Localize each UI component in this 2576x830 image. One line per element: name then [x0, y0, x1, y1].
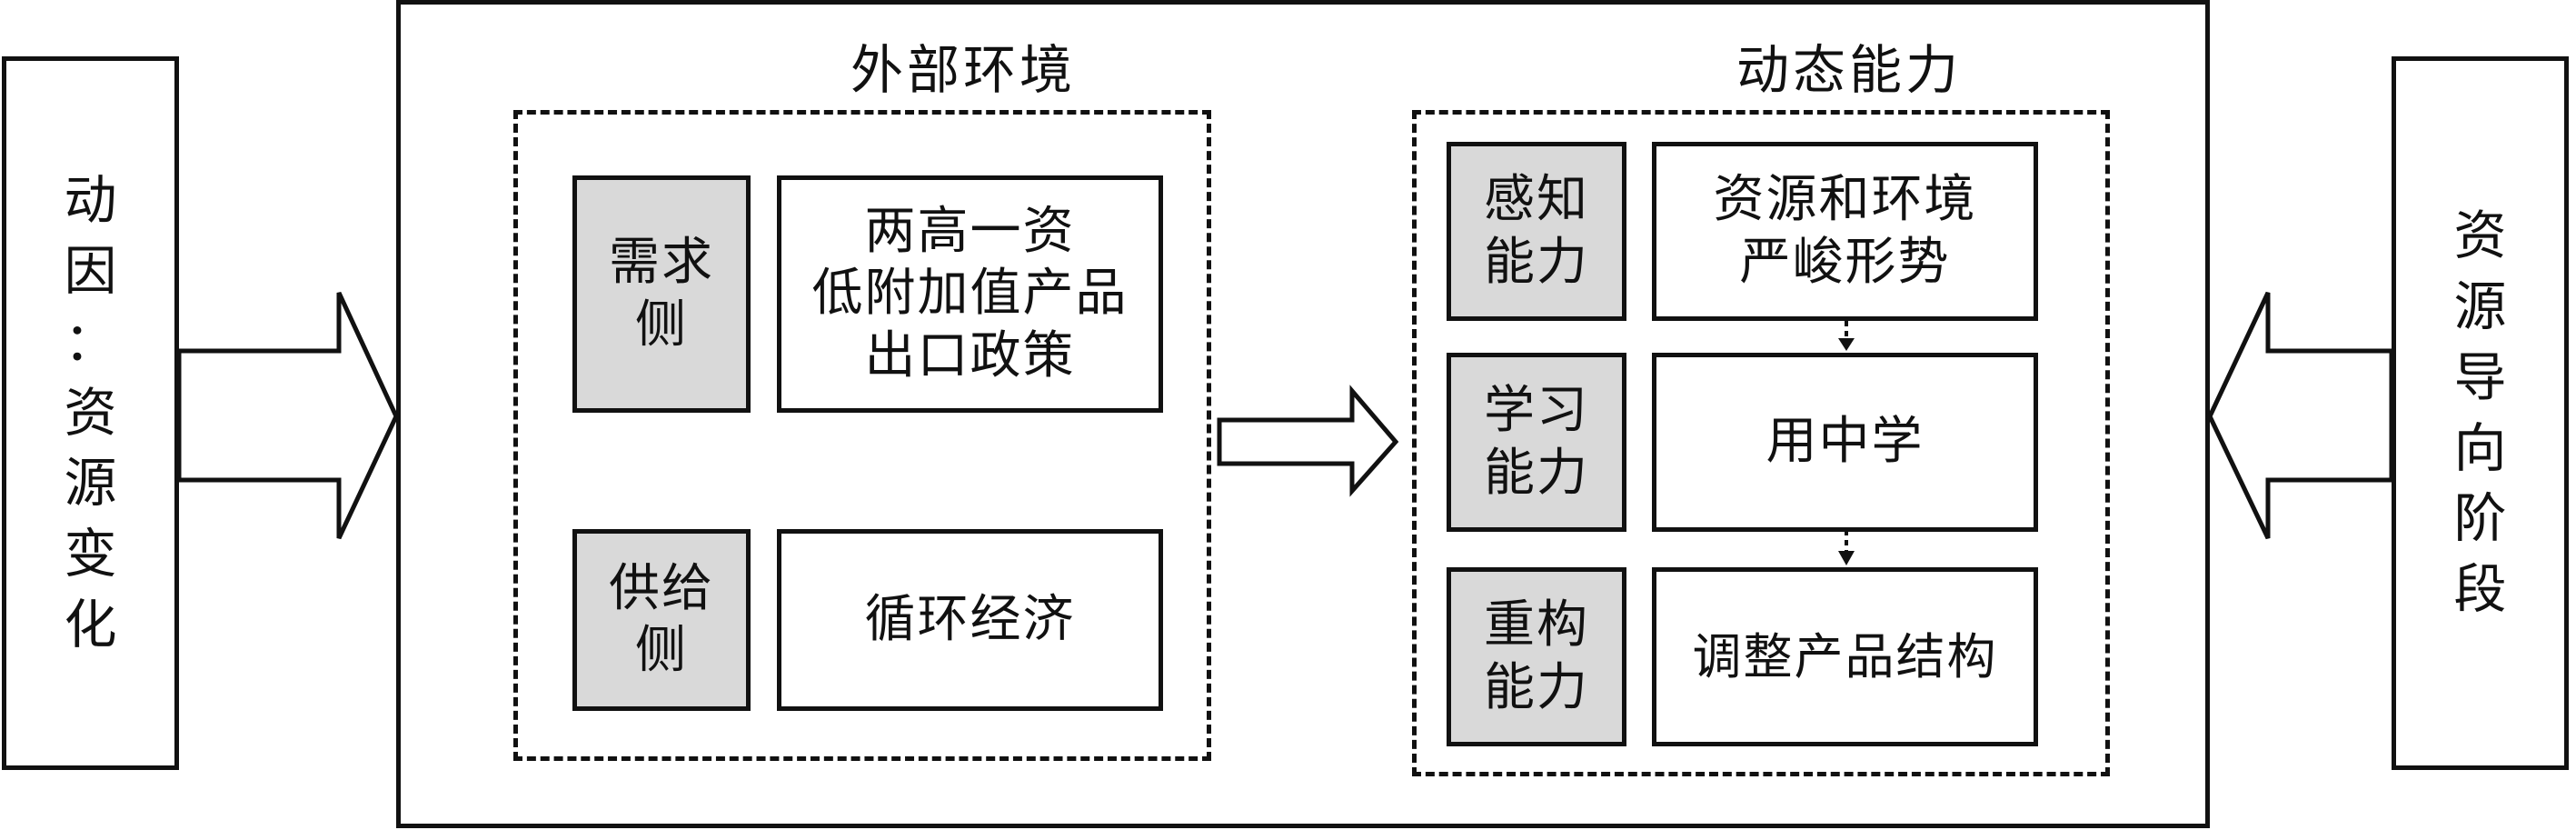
demand-side-label-box: 需求 侧 — [572, 175, 751, 413]
reconfiguration-capability-content: 调整产品结构 — [1692, 627, 1998, 685]
learning-capability-label: 学习 能力 — [1484, 381, 1589, 503]
learning-capability-label-box: 学习 能力 — [1447, 353, 1626, 532]
dynamic-capability-group — [1412, 110, 2110, 776]
driver-label: 动 因 ： 资 源 变 化 — [64, 169, 117, 655]
connector-sensing-learning-head — [1838, 338, 1855, 351]
dynamic-capability-title: 动态能力 — [1736, 39, 1962, 101]
reconfiguration-capability-label: 重构 能力 — [1484, 595, 1589, 717]
supply-side-content-box: 循环经济 — [777, 529, 1163, 711]
driver-box: 动 因 ： 资 源 变 化 — [2, 56, 179, 770]
sensing-capability-content: 资源和环境 严峻形势 — [1713, 170, 1977, 292]
supply-side-label-box: 供给 侧 — [572, 529, 751, 711]
stage-box: 资 源 导 向 阶 段 — [2392, 56, 2569, 770]
external-environment-group — [513, 110, 1211, 761]
external-environment-title: 外部环境 — [850, 39, 1076, 101]
connector-learning-reconfig-head — [1838, 551, 1855, 565]
sensing-capability-label: 感知 能力 — [1484, 170, 1589, 292]
sensing-capability-label-box: 感知 能力 — [1447, 142, 1626, 321]
middle-flow-arrow — [1217, 385, 1399, 497]
left-input-arrow — [176, 291, 399, 540]
demand-side-content-box: 两高一资 低附加值产品 出口政策 — [777, 175, 1163, 413]
sensing-capability-content-box: 资源和环境 严峻形势 — [1652, 142, 2038, 321]
supply-side-content: 循环经济 — [864, 589, 1076, 649]
right-input-arrow — [2207, 291, 2394, 540]
demand-side-label: 需求 侧 — [609, 233, 714, 355]
learning-capability-content-box: 用中学 — [1652, 353, 2038, 532]
main-frame — [396, 0, 2210, 828]
learning-capability-content: 用中学 — [1765, 412, 1925, 472]
reconfiguration-capability-content-box: 调整产品结构 — [1652, 567, 2038, 746]
demand-side-content: 两高一资 低附加值产品 出口政策 — [811, 202, 1129, 385]
supply-side-label: 供给 侧 — [609, 558, 714, 680]
stage-label: 资 源 导 向 阶 段 — [2453, 205, 2507, 620]
reconfiguration-capability-label-box: 重构 能力 — [1447, 567, 1626, 746]
